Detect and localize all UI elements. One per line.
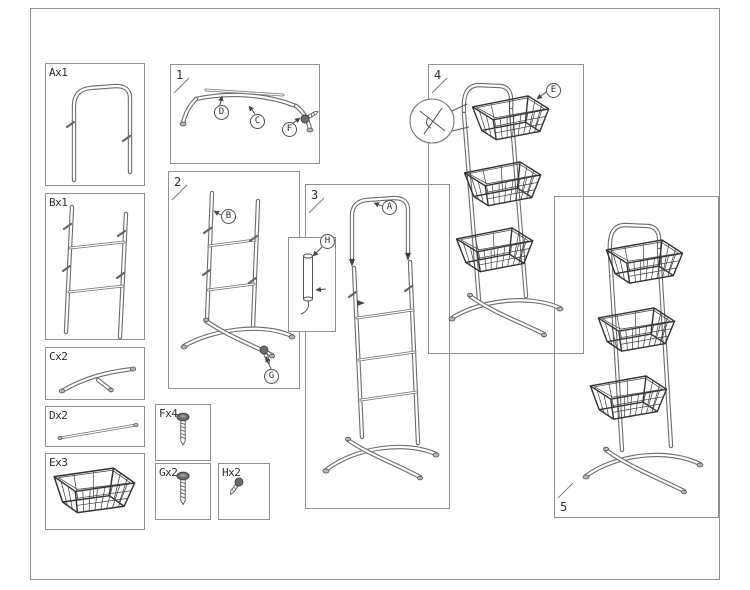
callout-e: E xyxy=(546,83,561,98)
part-label-b: Bx1 xyxy=(49,196,68,209)
hardware-box-g: Gx2 xyxy=(155,463,211,520)
part-label-c: Cx2 xyxy=(49,350,68,363)
page-border xyxy=(30,8,720,580)
part-box-c: Cx2 xyxy=(45,347,145,400)
hardware-box-h: Hx2 xyxy=(218,463,270,520)
step-number-5: 5 xyxy=(560,500,568,514)
detail-inset-box xyxy=(288,237,336,332)
hardware-label-h: Hx2 xyxy=(222,466,241,479)
hardware-box-f: Fx4 xyxy=(155,404,211,461)
part-label-d: Dx2 xyxy=(49,409,68,422)
step-box-1: 1 xyxy=(170,64,320,164)
step-number-2: 2 xyxy=(174,175,182,189)
part-box-b: Bx1 xyxy=(45,193,145,340)
step-number-1: 1 xyxy=(176,68,184,82)
step-box-3: 3 xyxy=(305,184,450,509)
part-label-a: Ax1 xyxy=(49,66,68,79)
part-label-e: Ex3 xyxy=(49,456,68,469)
callout-d: D xyxy=(214,105,229,120)
callout-b: B xyxy=(221,209,236,224)
step-box-4: 4 xyxy=(428,64,584,354)
step-box-5: 5 xyxy=(554,196,719,518)
callout-f: F xyxy=(282,122,297,137)
part-box-d: Dx2 xyxy=(45,406,145,447)
part-box-e: Ex3 xyxy=(45,453,145,530)
callout-g: G xyxy=(264,369,279,384)
callout-a: A xyxy=(382,200,397,215)
callout-c: C xyxy=(250,114,265,129)
step-number-4: 4 xyxy=(434,68,442,82)
step-number-3: 3 xyxy=(311,188,319,202)
hardware-label-f: Fx4 xyxy=(159,407,178,420)
callout-h: H xyxy=(320,234,335,249)
step-box-2: 2 xyxy=(168,171,300,389)
hardware-label-g: Gx2 xyxy=(159,466,178,479)
part-box-a: Ax1 xyxy=(45,63,145,186)
